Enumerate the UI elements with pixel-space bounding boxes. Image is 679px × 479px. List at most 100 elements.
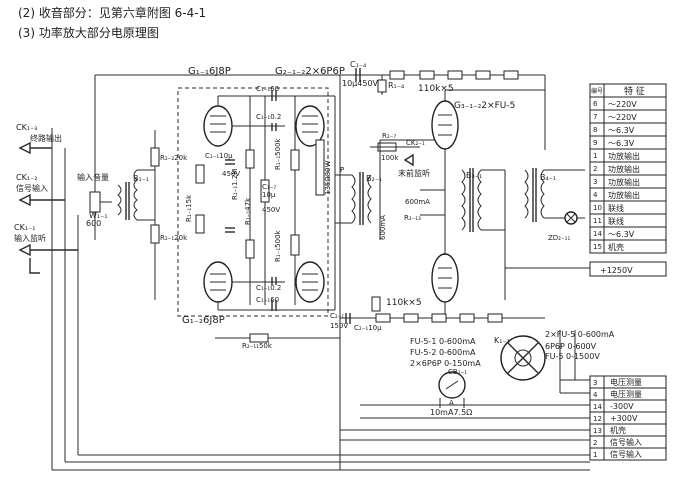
volume-section: 输入音量 W₁₋₁ 600 B₁₋₁ R₂₋₂20k R₂₋₁20k — [77, 130, 188, 300]
label-ck2: CK₂₋₁ — [406, 139, 425, 147]
jack-symbol-3[interactable] — [18, 243, 78, 274]
output-tube-g3-2 — [431, 253, 459, 318]
monitor-jack[interactable] — [403, 153, 414, 167]
label-r500k: R₁₋₁500k — [274, 137, 282, 170]
label-c150: C₂₋₁ — [330, 312, 344, 320]
jack-id-1: CK₁₋₃ — [16, 123, 37, 132]
preamp-tube-g1-1 — [203, 105, 233, 147]
label-k1: K₁₋₁ — [494, 336, 510, 345]
label-c1-02b: C₁₋₁0.2 — [256, 284, 281, 292]
label-c1-02: C₁₋₁0.2 — [256, 113, 281, 121]
outer-wiring — [51, 74, 590, 471]
label-b4: B₄₋₁ — [540, 173, 556, 182]
table-top-row-no: 7 — [593, 113, 597, 121]
label-r47k: R₁₋₁47k — [244, 197, 252, 225]
label-b3: B₃₋₁ — [466, 171, 482, 180]
table-top-row-feature: 联线 — [608, 203, 624, 213]
table-bottom-row-no: 4 — [593, 391, 598, 399]
table-top-row-no: 3 — [593, 178, 597, 186]
label-c1-4: C₁₋₄ — [350, 60, 366, 69]
table-top-row-no: 14 — [593, 230, 602, 238]
hv-terminal — [589, 261, 667, 277]
label-c1-4-val: 10μ450V — [342, 79, 379, 88]
table-bottom-row-no: 2 — [593, 439, 597, 447]
tube-label-g3: G₃₋₁₋₂2×FU-5 — [454, 101, 515, 111]
table-top-row-no: 15 — [593, 243, 602, 251]
table-top-row-feature: ～220V — [608, 113, 637, 122]
table-top-row-feature: ～6.3V — [608, 230, 635, 239]
table-bottom-row-feature: 信号输入 — [610, 437, 642, 447]
label-r50k: R₂₋₁₁50k — [242, 342, 273, 350]
label-c10u: C₁₋₁10μ — [205, 152, 233, 160]
table-bottom-row-feature: 电压测量 — [610, 389, 642, 399]
table-bottom-row-feature: 信号输入 — [610, 449, 642, 459]
label-r12m: R₁₋₁1.2M — [231, 169, 239, 200]
table-bottom-row-feature: 电压测量 — [610, 377, 642, 387]
table-top-row-feature: 功放输出 — [608, 164, 640, 174]
table-top-row-feature: 功放输出 — [608, 190, 640, 200]
table-top-row-feature: 功放输出 — [608, 177, 640, 187]
table-bottom-cell — [603, 447, 667, 461]
section-heading-2: (2) 收音部分：见第六章附图 6-4-1 — [18, 6, 207, 20]
label-volume: 输入音量 — [77, 172, 109, 182]
table-top-row-feature: ～6.3V — [608, 126, 635, 135]
switch-label-3: FU-5-2 0-600mA — [410, 348, 476, 357]
driver-transformer — [334, 96, 372, 310]
label-c7: C₁₋₇ — [262, 183, 276, 191]
table-top-row-no: 1 — [593, 152, 597, 160]
jack-symbol-1[interactable] — [18, 141, 52, 155]
jack-symbol-2[interactable] — [18, 193, 65, 207]
label-cb1: CB₁₋₁ — [448, 368, 467, 376]
table-top-row-no: 11 — [593, 217, 602, 225]
jack-label-3: 输入监听 — [14, 233, 46, 243]
table-bottom-row-no: 1 — [593, 451, 597, 459]
section-heading-3: (3) 功率放大部分电原理图 — [18, 26, 159, 40]
table-top-header-feature: 特 征 — [624, 85, 645, 97]
label-r2-1: R₂₋₁20k — [160, 234, 188, 242]
table-top-row-no: 10 — [593, 204, 602, 212]
label-600ma: 600mA — [405, 198, 430, 206]
table-bottom-row-no: 14 — [593, 403, 602, 411]
label-r1-4: R₁₋₄ — [388, 81, 404, 90]
label-c1-60: C₁₋₁60 — [256, 85, 279, 93]
jack-id-2: CK₁₋₂ — [16, 173, 37, 182]
table-top-row-no: 4 — [593, 191, 598, 199]
tube-label-g2: G₂₋₁₋₂2×6P6P — [275, 66, 345, 77]
switch-label-5: 2×6P6P 0-150mA — [410, 359, 481, 368]
table-top-cell — [603, 239, 667, 254]
label-r2-2: R₂₋₂20k — [160, 154, 188, 162]
jack-id-3: CK₁₋₁ — [14, 223, 35, 232]
table-bottom-row-no: 13 — [593, 427, 602, 435]
table-top-row-feature: 联线 — [608, 216, 624, 226]
label-zd: ZD₂₋₁₁ — [548, 234, 570, 242]
preamp-tube-g1-2 — [203, 261, 233, 303]
label-c7-v: 10μ — [262, 191, 276, 199]
tube-label-g1-top: G₁₋₁6J8P — [188, 66, 231, 77]
label-w1-val: 600 — [86, 219, 101, 228]
switch-label-4: 6P6P 0-600V — [545, 342, 597, 351]
top-hv-rail — [215, 68, 546, 95]
table-bottom-row-no: 3 — [593, 379, 597, 387]
table-top-row-feature: 机壳 — [608, 242, 624, 252]
label-c7-v2: 450V — [262, 206, 280, 214]
label-monitor: 末前监听 — [398, 168, 430, 178]
interstage-components — [195, 90, 335, 311]
monitor-jack-area — [370, 139, 440, 240]
lamp-zd — [564, 211, 578, 225]
label-p: P — [340, 166, 344, 174]
table-top-header-no: 编号 — [591, 87, 603, 95]
table-top-row-no: 9 — [593, 139, 597, 147]
label-1250v: +1250V — [600, 266, 633, 275]
label-r2-13: R₂₋₁₃ — [404, 214, 421, 222]
input-jack-group: CK₁₋₃ 终路输出 CK₁₋₂ 信号输入 CK₁₋₁ 输入监听 — [14, 123, 78, 274]
label-w1: W₁₋₁ — [89, 211, 108, 220]
meter-cb1 — [438, 371, 466, 408]
meter-switch-k1[interactable] — [500, 335, 546, 381]
switch-label-6: FU-5 0-1500V — [545, 352, 600, 361]
label-r-chain-bottom: 110k×5 — [386, 298, 422, 308]
output-tube-g3-1 — [431, 90, 459, 150]
label-r-chain-top: 110k×5 — [418, 84, 454, 94]
table-top-row-feature: ～6.3V — [608, 139, 635, 148]
